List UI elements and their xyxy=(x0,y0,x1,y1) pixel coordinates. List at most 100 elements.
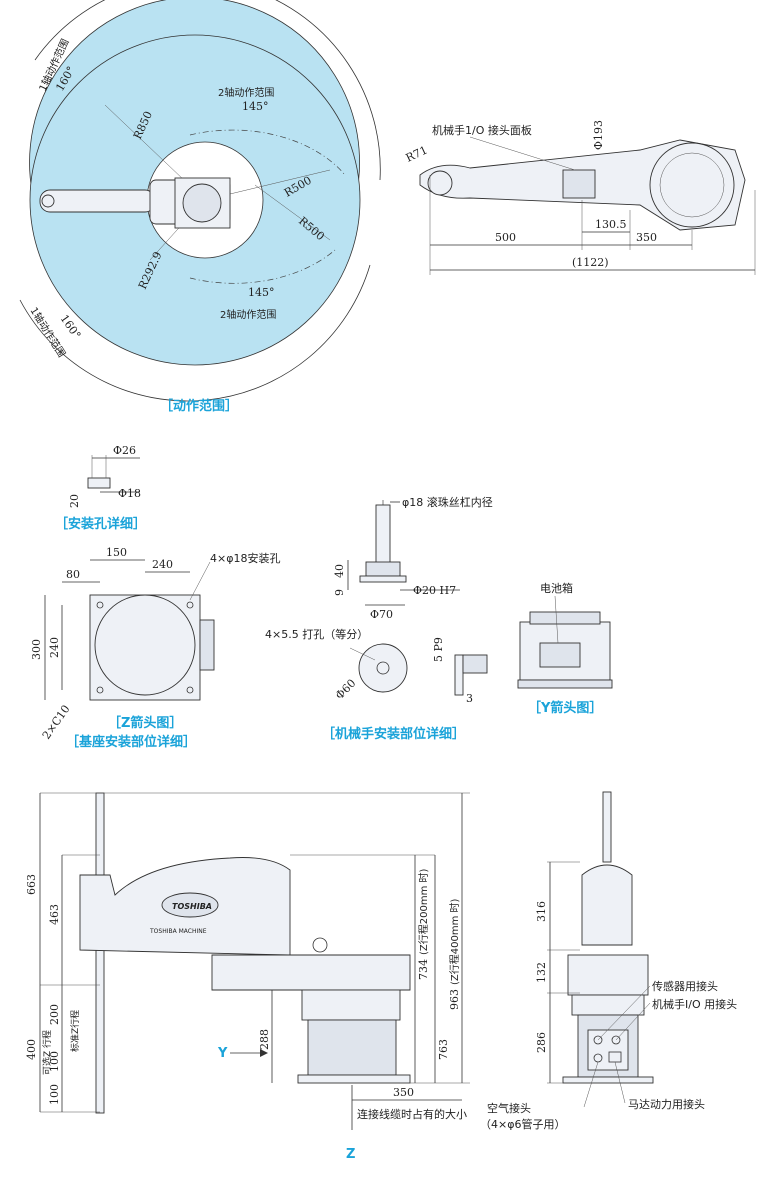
axis1-arc-top xyxy=(34,0,381,181)
base-circle xyxy=(182,183,222,223)
arm1-tip xyxy=(41,194,55,208)
arm-tip-top xyxy=(427,170,453,196)
mount-hole-3 xyxy=(96,686,104,694)
axis2-arc-top xyxy=(189,129,346,176)
hand-mount-detail: φ18 滚珠丝杠内径 40 9 Φ20 H7 Φ70 4×5.5 打孔（等分） … xyxy=(265,495,493,742)
eye-bolt xyxy=(312,937,328,953)
air-leader xyxy=(583,1061,599,1108)
base-caption-2: ［基座安装部位详细］ xyxy=(66,734,196,750)
column-base xyxy=(307,1019,397,1076)
std-stroke-label: 标准Z行程 xyxy=(69,1010,81,1052)
side-view: TOSHIBA TOSHIBA MACHINE 663 463 400 200 … xyxy=(25,792,470,1162)
base-connector xyxy=(199,619,215,671)
motor-label: 马达动力用接头 xyxy=(628,1098,705,1111)
dim-316-label: 316 xyxy=(535,901,548,922)
mount-hole-detail: Φ26 Φ18 20 ［安装孔详细］ xyxy=(55,444,146,532)
axis2-arc-bottom xyxy=(189,249,336,284)
column-top xyxy=(301,989,401,1021)
hole-depth-label: 20 xyxy=(68,494,81,508)
dim-200-label: 200 xyxy=(48,1004,61,1025)
flange xyxy=(365,561,401,577)
rear-column-top xyxy=(571,994,645,1016)
io-panel xyxy=(562,169,596,199)
dim-1122-label: (1122) xyxy=(572,256,609,269)
rear-arm-joint xyxy=(567,954,649,996)
dim-100b-label: 100 xyxy=(48,1084,61,1105)
y-arrow-head xyxy=(260,1049,268,1057)
base-inner-top xyxy=(659,152,725,218)
phi60-label: Φ60 xyxy=(333,677,358,702)
battery-label: 电池箱 xyxy=(540,581,573,595)
dim-350-label: 350 xyxy=(636,231,657,244)
air-label: 空气接头 xyxy=(487,1101,531,1115)
axis2-label-top: 2轴动作范围 xyxy=(218,86,274,99)
tap-leader xyxy=(349,647,376,661)
motion-range-caption: ［动作范围］ xyxy=(160,398,238,414)
keyway-shaft xyxy=(454,654,464,696)
dim-100a-label: 100 xyxy=(48,1051,61,1072)
motion-range-view: 1轴动作范围 160° 2轴动作范围 145° R850 R500 R500 R… xyxy=(19,0,381,414)
logo-text: TOSHIBA xyxy=(172,902,212,911)
hand-mount-caption: ［机械手安装部位详细］ xyxy=(322,726,465,742)
io-panel-leader xyxy=(469,136,576,171)
axis1-label-bottom: 1轴动作范围 xyxy=(27,305,68,360)
y-view-top xyxy=(529,611,601,625)
motor-leader xyxy=(614,1061,626,1104)
axis1-arc-bottom xyxy=(19,264,371,402)
rear-base-plate xyxy=(562,1076,654,1084)
flange-center-hole xyxy=(376,661,390,675)
dim-500-label: 500 xyxy=(495,231,516,244)
dim-9-label: 9 xyxy=(333,589,346,596)
z-arrow-label: Z xyxy=(346,1147,355,1162)
top-view: 机械手1/O 接头面板 R71 Φ193 500 130.5 350 (1122… xyxy=(404,120,756,275)
shaft xyxy=(375,504,391,566)
arm1-side xyxy=(211,954,411,991)
rear-arm-top xyxy=(581,864,633,946)
axis2-angle-bottom: 145° xyxy=(248,286,275,299)
rear-view: 316 132 286 传感器用接头 机械手I/O 用接头 马达动力用接头 空气… xyxy=(480,791,737,1131)
dim-80-label: 80 xyxy=(66,568,80,581)
ball-screw-label: φ18 滚珠丝杠内径 xyxy=(402,495,493,509)
axis2-label-bottom: 2轴动作范围 xyxy=(220,308,276,321)
hole-phi18-label: Φ18 xyxy=(118,487,141,500)
base-circle-top xyxy=(649,142,735,228)
hand-io-connector xyxy=(611,1035,621,1045)
y-view-caption: ［Y箭头图］ xyxy=(528,700,602,716)
flange-circle xyxy=(358,643,408,693)
dim-240-top-label: 240 xyxy=(152,558,173,571)
dim-40-label: 40 xyxy=(333,564,346,578)
hole-phi26-label: Φ26 xyxy=(113,444,136,457)
hand-io-leader xyxy=(615,1002,651,1041)
tap-label: 4×5.5 打孔（等分） xyxy=(265,627,368,641)
rear-shaft xyxy=(602,791,612,863)
base-plate-side xyxy=(297,1074,411,1084)
air-spec-label: （4×φ6管子用） xyxy=(480,1117,565,1131)
brand-text: TOSHIBA MACHINE xyxy=(149,928,207,935)
keyway-block xyxy=(462,654,488,674)
r71-label: R71 xyxy=(404,144,430,165)
dim-400-label: 400 xyxy=(25,1039,38,1060)
phi20-label: Φ20 H7 xyxy=(413,584,456,597)
holes-leader xyxy=(189,561,211,601)
dim-286-label: 286 xyxy=(535,1032,548,1053)
base-holes-label: 4×φ18安装孔 xyxy=(210,551,280,565)
hole-section xyxy=(87,477,111,489)
mount-hole-2 xyxy=(186,601,194,609)
arm1-body xyxy=(39,189,156,213)
dim-240-side-label: 240 xyxy=(48,637,61,658)
sensor-leader xyxy=(597,985,651,1041)
dim-300-label: 300 xyxy=(30,639,43,660)
dim-663-label: 663 xyxy=(25,874,38,895)
y-view-base xyxy=(517,679,613,689)
logo-oval xyxy=(161,892,219,918)
flange-plate xyxy=(359,575,407,583)
base-view: 4×φ18安装孔 150 240 80 300 240 2×C10 ［Z箭头图］… xyxy=(30,546,280,750)
axis2-angle-top: 145° xyxy=(242,100,269,113)
hand-io-label: 机械手I/O 用接头 xyxy=(652,997,737,1011)
z200-label: (Z行程200mm 时) xyxy=(417,869,430,955)
r500b-leader xyxy=(254,184,331,241)
movable-stroke-label: 可选Z 行程 xyxy=(41,1030,53,1075)
base-column-circle xyxy=(94,594,196,696)
phi193-label: Φ193 xyxy=(592,120,605,150)
